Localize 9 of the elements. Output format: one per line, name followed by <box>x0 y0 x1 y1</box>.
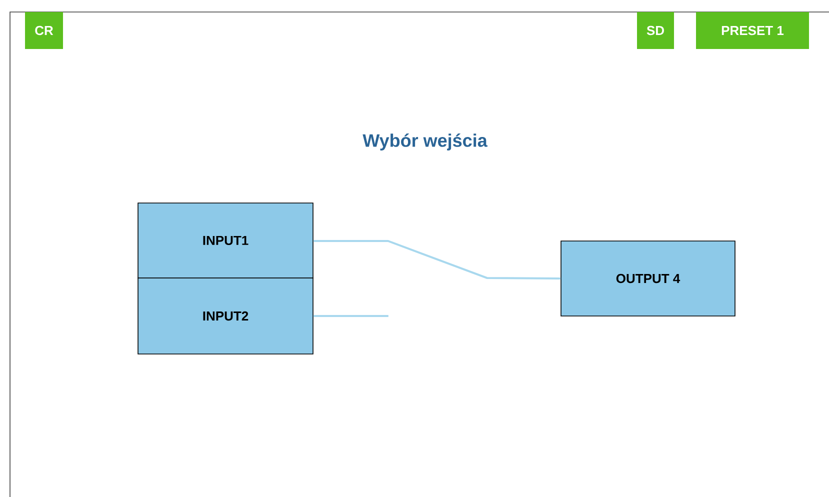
signal-box: INPUT2 <box>138 278 314 354</box>
signal-box: OUTPUT 4 <box>560 240 736 316</box>
badge-label: SD <box>637 12 674 49</box>
badge-label: PRESET 1 <box>696 12 809 49</box>
connector-line <box>313 240 561 280</box>
connector-line <box>313 315 388 317</box>
title: Wybór wejścia <box>362 134 488 150</box>
badge-label: CR <box>25 12 63 49</box>
signal-box: INPUT1 <box>138 202 314 278</box>
